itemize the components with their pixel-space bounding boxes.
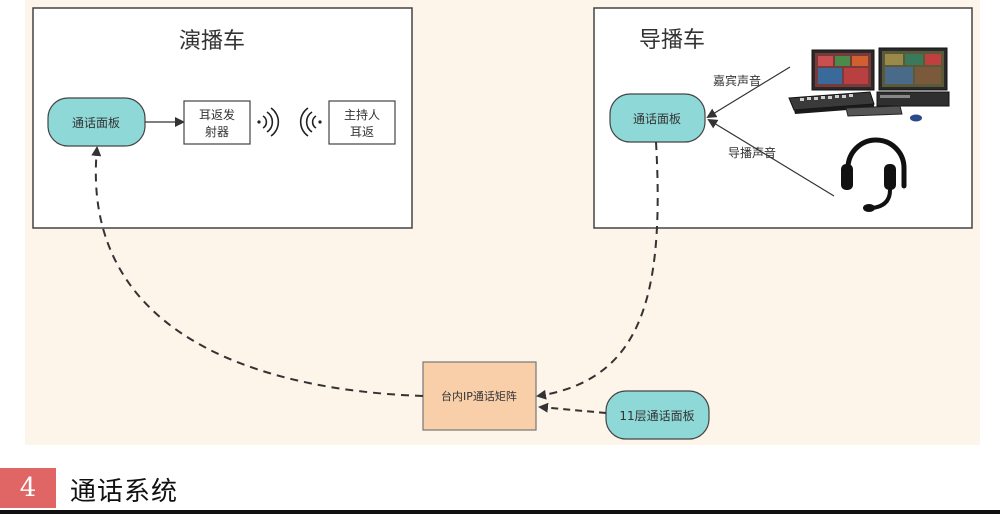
ip-intercom-matrix-label: 台内IP通话矩阵 (441, 389, 517, 403)
director-panel-to-matrix-dashed-arrow (536, 141, 659, 400)
section-divider (0, 510, 1000, 514)
director-intercom-panel-label: 通话面板 (633, 112, 681, 126)
studio-intercom-panel-label: 通话面板 (72, 116, 120, 130)
ifb-transmitter-line2: 射器 (205, 124, 229, 139)
matrix-to-studio-panel-dashed-arrow (91, 146, 424, 397)
host-earpiece: 主持人 耳返 (328, 100, 396, 145)
floor11-intercom-panel: 11层通话面板 (605, 390, 710, 440)
wireless-signal-in-icon (299, 107, 322, 137)
studio-vehicle-title: 演播车 (179, 29, 245, 54)
host-earpiece-line1: 主持人 (344, 107, 380, 122)
floor11-intercom-panel-label: 11层通话面板 (619, 409, 694, 423)
director-audio-arrow (707, 118, 835, 197)
ifb-transmitter-line1: 耳返发 (199, 107, 235, 122)
guest-audio-label: 嘉宾声音 (713, 73, 761, 88)
ifb-transmitter: 耳返发 射器 (183, 100, 251, 145)
director-vehicle-title: 导播车 (639, 28, 705, 53)
studio-intercom-panel: 通话面板 (47, 97, 146, 147)
headset-icon (841, 137, 907, 212)
host-earpiece-line2: 耳返 (350, 125, 374, 139)
ip-intercom-matrix: 台内IP通话矩阵 (422, 361, 537, 431)
director-intercom-panel: 通话面板 (609, 93, 706, 143)
director-audio-label: 导播声音 (728, 145, 776, 160)
section-title: 通话系统 (70, 476, 179, 507)
section-number: 4 (0, 468, 56, 508)
switcher-console-icon (788, 47, 950, 122)
guest-audio-arrow (706, 66, 791, 119)
wireless-signal-out-icon (257, 107, 280, 137)
